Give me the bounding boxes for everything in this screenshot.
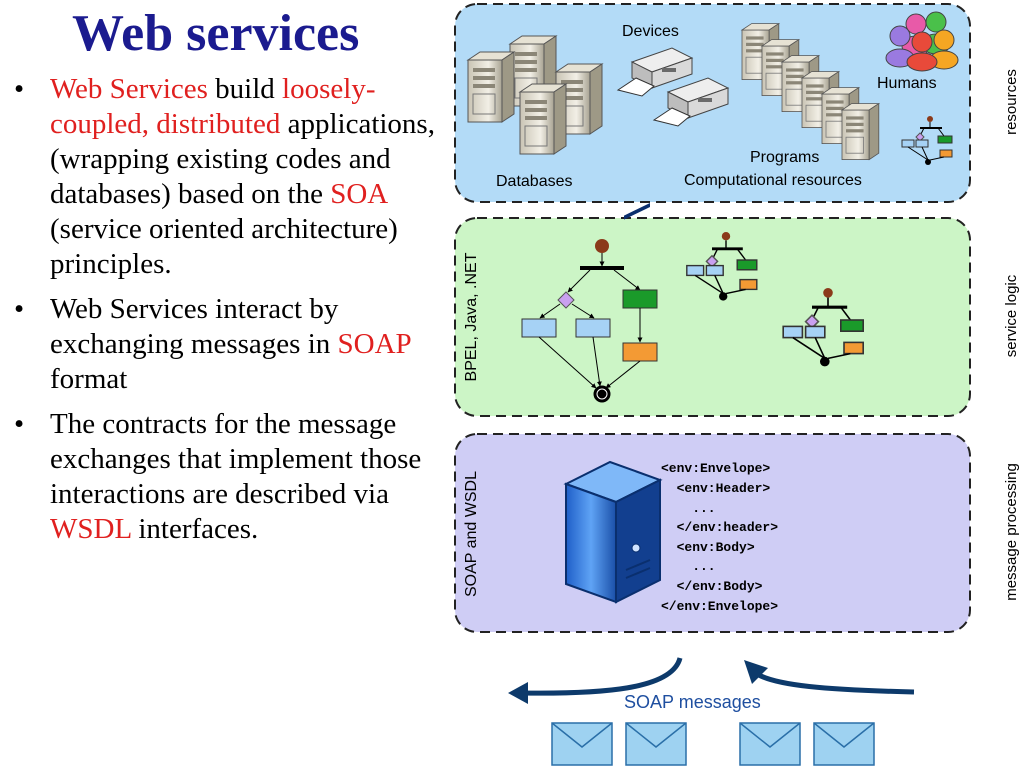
soap-wsdl-label: SOAP and WSDL: [463, 471, 480, 597]
message-processing-side-label: message processing: [1003, 463, 1020, 601]
soap-line: </env:Body>: [661, 579, 763, 594]
bullet-dot-icon: •: [14, 408, 25, 440]
soap-line: <env:Body>: [661, 540, 755, 555]
bullet-item: • The contracts for the message exchanges…: [14, 407, 442, 547]
bullet-segment: format: [50, 363, 128, 395]
soap-envelope-code: <env:Envelope> <env:Header> ... </env:he…: [661, 461, 778, 614]
bullet-segment: SOAP: [337, 328, 411, 360]
envelope-icon: [813, 722, 875, 766]
soap-line: ...: [661, 559, 716, 574]
bullet-segment: Web Services interact by exchanging mess…: [50, 293, 339, 360]
bullet-text: Web Services build loosely-coupled, dist…: [50, 73, 435, 280]
server-icon: [563, 202, 663, 604]
bullet-segment: build: [207, 73, 283, 105]
bullet-segment: interfaces.: [131, 513, 259, 545]
service-logic-panel: BPEL, Java, .NET: [454, 217, 971, 417]
bullet-segment: loosely-coupled, distributed: [50, 73, 376, 140]
soap-line: ...: [661, 501, 716, 516]
bullet-segment: (service oriented architecture) principl…: [50, 213, 398, 280]
message-processing-panel: SOAP and WSDL <env:Envelope> <env:Header…: [454, 202, 971, 633]
bullet-segment: SOA: [330, 178, 387, 210]
resources-panel: Devices Humans Databases Programs Comput…: [454, 3, 971, 203]
soap-line: <env:Header>: [661, 481, 770, 496]
bullet-text: Web Services interact by exchanging mess…: [50, 293, 411, 395]
programs-label: Programs: [750, 149, 819, 166]
bullet-list: • Web Services build loosely-coupled, dis…: [14, 72, 442, 557]
slide-title: Web services: [72, 5, 360, 62]
bullet-text: The contracts for the message exchanges …: [50, 408, 421, 545]
bullet-dot-icon: •: [14, 293, 25, 325]
bullet-segment: applications, (wrapping existing codes a…: [50, 108, 435, 210]
bullet-segment: The contracts for the message exchanges …: [50, 408, 422, 510]
resources-side-label: resources: [1003, 69, 1020, 135]
humans-icon: [885, 11, 959, 72]
incoming-arrowhead-icon: [744, 660, 768, 684]
databases-label: Databases: [496, 173, 573, 190]
bullet-segment: WSDL: [50, 513, 132, 545]
outgoing-arrow-icon: [521, 657, 683, 696]
envelope-icon: [551, 722, 613, 766]
service-logic-side-label: service logic: [1003, 274, 1020, 357]
soap-messages-flow: SOAP messages: [508, 657, 915, 766]
bullet-item: • Web Services build loosely-coupled, dis…: [14, 72, 442, 282]
soap-line: </env:header>: [661, 520, 778, 535]
soap-messages-label: SOAP messages: [624, 692, 761, 712]
devices-label: Devices: [622, 23, 679, 40]
envelope-icon: [625, 722, 687, 766]
outgoing-arrowhead-icon: [508, 682, 528, 704]
bpel-label: BPEL, Java, .NET: [463, 252, 480, 381]
soap-line: <env:Envelope>: [661, 461, 770, 476]
envelope-icon: [739, 722, 801, 766]
soap-line: </env:Envelope>: [661, 599, 778, 614]
workflow-large-icon: [521, 239, 658, 403]
bullet-segment: Web Services: [50, 73, 208, 105]
incoming-arrow-icon: [752, 669, 915, 695]
humans-label: Humans: [877, 75, 937, 92]
bullet-dot-icon: •: [14, 73, 25, 105]
bullet-item: • Web Services interact by exchanging mes…: [14, 292, 442, 397]
computational-resources-label: Computational resources: [684, 172, 862, 189]
